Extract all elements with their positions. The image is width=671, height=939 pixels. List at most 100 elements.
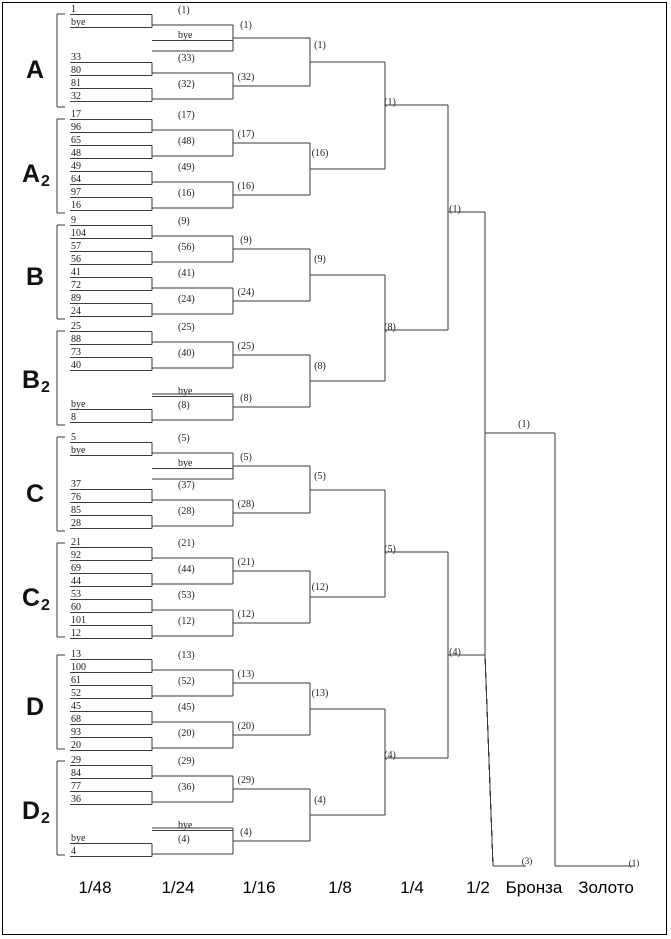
seed-entry: 4	[71, 846, 76, 857]
seed-entry: 93	[71, 727, 81, 738]
seed-entry: bye	[71, 17, 86, 28]
bronze-score: (3)	[522, 856, 533, 866]
round-label: Бронза	[506, 878, 563, 897]
match-score-r1: (9)	[178, 216, 190, 227]
r3-score: (9)	[314, 254, 326, 265]
r2-score: (29)	[238, 775, 255, 786]
seed-entry: 76	[71, 492, 81, 503]
match-score-r1: (41)	[178, 268, 195, 279]
gold-score: (1)	[629, 858, 640, 868]
seed-entry: 52	[71, 688, 81, 699]
match-score-r1: (5)	[178, 433, 190, 444]
seed-entry: 65	[71, 135, 81, 146]
seed-entry: 20	[71, 740, 81, 751]
r4-score: (5)	[384, 544, 396, 555]
seed-entry: bye	[71, 445, 86, 456]
r4-score: (1)	[384, 97, 396, 108]
match-score-r1: (53)	[178, 590, 195, 601]
round-label: 1/48	[78, 878, 111, 897]
round-label: 1/24	[161, 878, 194, 897]
seed-entry: 48	[71, 148, 81, 159]
seed-entry: 88	[71, 334, 81, 345]
bye-entry-r2: bye	[178, 30, 193, 41]
seed-entry: bye	[71, 399, 86, 410]
r2-score: (16)	[238, 181, 255, 192]
seed-entry: 29	[71, 755, 81, 766]
seed-entry: 37	[71, 479, 81, 490]
seed-entry: 53	[71, 589, 81, 600]
match-score-r1: (17)	[178, 110, 195, 121]
round-label: Золото	[578, 878, 634, 897]
seed-entry: 40	[71, 360, 81, 371]
match-score-r1: (56)	[178, 242, 195, 253]
seed-entry: 9	[71, 215, 76, 226]
r2-score: (1)	[240, 20, 252, 31]
r4-score: (8)	[384, 322, 396, 333]
seed-entry: 77	[71, 781, 81, 792]
seed-entry: 80	[71, 65, 81, 76]
seed-entry: 13	[71, 649, 81, 660]
match-score-r1: (4)	[178, 834, 190, 845]
seed-entry: 72	[71, 280, 81, 291]
seed-entry: 8	[71, 412, 76, 423]
seed-entry: 96	[71, 122, 81, 133]
seed-entry: 45	[71, 701, 81, 712]
r3-score: (13)	[312, 688, 329, 699]
round-label: 1/2	[466, 878, 490, 897]
match-score-r1: (21)	[178, 538, 195, 549]
seed-entry: 12	[71, 628, 81, 639]
r2-score: (17)	[238, 129, 255, 140]
group-label-C: C	[26, 480, 44, 508]
group-label-D: D	[26, 693, 44, 721]
round-label: 1/16	[242, 878, 275, 897]
match-score-r1: (45)	[178, 702, 195, 713]
seed-entry: 61	[71, 675, 81, 686]
seed-entry: 57	[71, 241, 81, 252]
r3-score: (8)	[314, 361, 326, 372]
group-label-C2: C	[22, 584, 40, 612]
seed-entry: 85	[71, 505, 81, 516]
bye-entry-r2: bye	[178, 386, 193, 397]
seed-entry: 17	[71, 109, 81, 120]
match-score-r1: (13)	[178, 650, 195, 661]
r2-score: (32)	[238, 72, 255, 83]
seed-entry: 101	[71, 615, 86, 626]
seed-entry: 24	[71, 306, 81, 317]
seed-entry: 68	[71, 714, 81, 725]
bye-entry-r2: bye	[178, 458, 193, 469]
r5-score: (4)	[449, 647, 461, 658]
match-score-r1: (33)	[178, 53, 195, 64]
group-label-sub: 2	[41, 379, 50, 396]
match-score-r1: (36)	[178, 782, 195, 793]
seed-entry: 69	[71, 563, 81, 574]
r2-score: (12)	[238, 609, 255, 620]
r3-score: (1)	[314, 40, 326, 51]
match-score-r1: (48)	[178, 136, 195, 147]
match-score-r1: (32)	[178, 79, 195, 90]
r3-score: (16)	[312, 148, 329, 159]
seed-entry: 21	[71, 537, 81, 548]
seed-entry: 100	[71, 662, 86, 673]
match-score-r1: (16)	[178, 188, 195, 199]
match-score-r1: (25)	[178, 322, 195, 333]
seed-entry: 44	[71, 576, 81, 587]
group-label-B2: B	[22, 366, 40, 394]
seed-entry: 49	[71, 161, 81, 172]
seed-entry: 89	[71, 293, 81, 304]
seed-entry: 73	[71, 347, 81, 358]
seed-entry: 33	[71, 52, 81, 63]
r3-score: (12)	[312, 582, 329, 593]
r2-score: (13)	[238, 669, 255, 680]
r6-score: (1)	[518, 419, 530, 430]
r4-score: (4)	[384, 750, 396, 761]
seed-entry: 36	[71, 794, 81, 805]
seed-entry: 56	[71, 254, 81, 265]
bye-entry-r2: bye	[178, 820, 193, 831]
r5-score: (1)	[449, 204, 461, 215]
match-score-r1: (12)	[178, 616, 195, 627]
seed-entry: 32	[71, 91, 81, 102]
match-score-r1: (20)	[178, 728, 195, 739]
r2-score: (9)	[240, 235, 252, 246]
